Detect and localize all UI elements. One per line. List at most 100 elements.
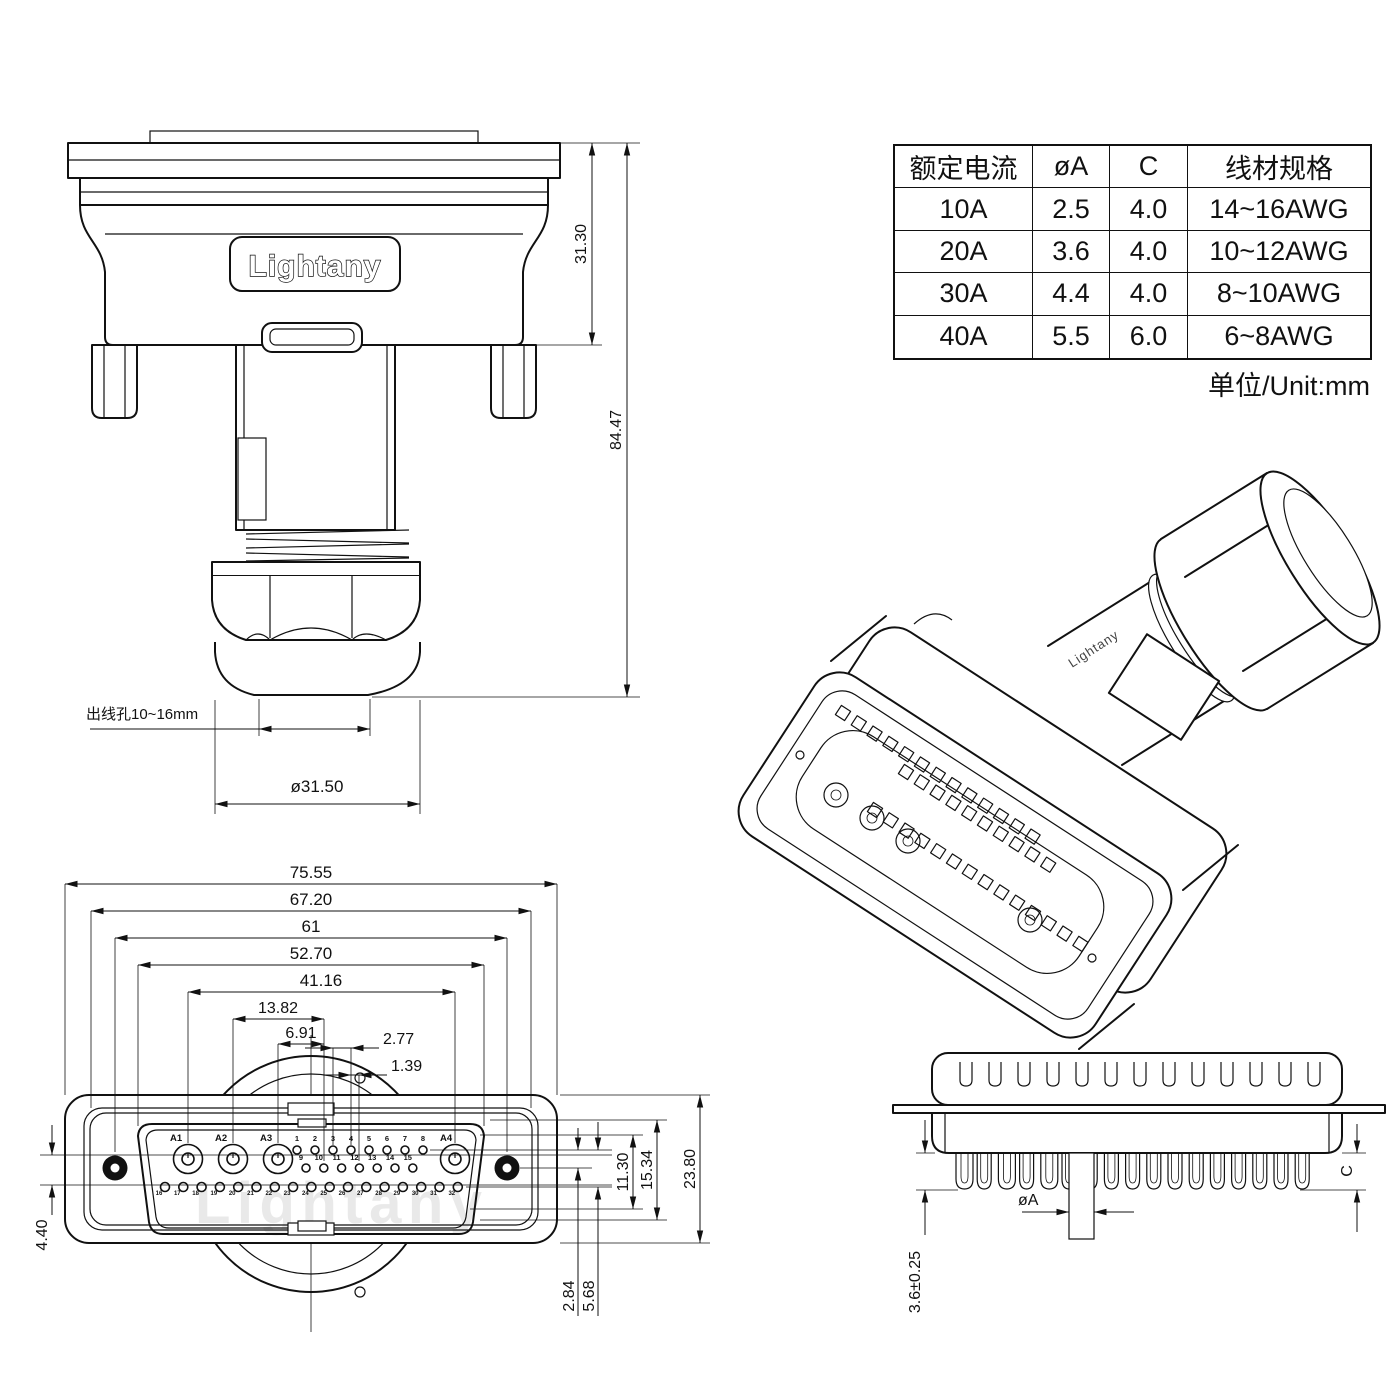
pin-slot xyxy=(1220,1062,1234,1087)
solder-cup-bore xyxy=(1234,1153,1243,1184)
solder-cup xyxy=(976,1153,992,1190)
iso-pin xyxy=(1072,935,1089,953)
pin-contact xyxy=(328,1145,338,1155)
iso-pin xyxy=(976,815,994,832)
solder-cup-bore xyxy=(1255,1153,1264,1184)
pin-label: 29 xyxy=(394,1191,401,1197)
solder-cup-bore xyxy=(980,1153,989,1184)
pin-label: 9 xyxy=(299,1153,303,1162)
pin-slot xyxy=(959,1062,973,1087)
dim-flange-width: 67.20 xyxy=(290,890,333,909)
iso-power-pin xyxy=(859,805,885,831)
gland-nut-collar xyxy=(211,561,421,577)
solder-cup xyxy=(1231,1153,1247,1190)
dim-right-1: 11.30 xyxy=(615,1152,632,1191)
pin-contact xyxy=(390,1163,400,1173)
dim-shell-width: 52.70 xyxy=(290,944,333,963)
front-view-dimensions: 75.55 67.20 61 52.70 41.16 13.82 6.91 2 xyxy=(34,863,710,1316)
side-pin-slots xyxy=(959,1062,1321,1087)
iso-pin xyxy=(913,756,931,773)
table-cell: 4.4 xyxy=(1033,273,1110,316)
solder-cup-bore xyxy=(1149,1153,1158,1184)
iso-pin xyxy=(992,825,1010,843)
table-cell: 20A xyxy=(895,230,1033,274)
iso-pin xyxy=(897,745,915,763)
iso-power-pin-bore xyxy=(902,835,914,847)
dim-tail: 3.6±0.25 xyxy=(907,1251,924,1313)
iso-pin-field xyxy=(823,704,1089,953)
solder-cup-bore xyxy=(1003,1153,1011,1184)
pin-contact xyxy=(301,1163,311,1173)
table-cell: 2.5 xyxy=(1033,188,1110,231)
logo-plate xyxy=(229,236,401,292)
table-header: 线材规格 xyxy=(1188,146,1370,189)
pin-contact xyxy=(346,1145,356,1155)
iso-sticker xyxy=(1107,633,1221,741)
top-view: Lightany 31.30 84 xyxy=(67,130,640,814)
dim-a2-center: 13.82 xyxy=(258,1000,298,1017)
dim-right-2: 15.34 xyxy=(639,1150,656,1190)
pin-label: 26 xyxy=(339,1191,346,1197)
table-cell: 4.0 xyxy=(1110,230,1188,274)
pin-contact xyxy=(407,1163,418,1173)
pin-label: 30 xyxy=(412,1191,419,1197)
solder-cup xyxy=(1294,1153,1310,1190)
dim-row-offset-2: 5.68 xyxy=(581,1280,598,1311)
iso-pin xyxy=(945,853,963,870)
pin-contact xyxy=(336,1163,347,1173)
iso-pin xyxy=(866,801,884,819)
pin-label: 17 xyxy=(174,1191,181,1197)
power-contacts: A1 A2 A3 A4 xyxy=(170,1133,471,1175)
iso-pin xyxy=(1039,856,1057,873)
pin-label: 19 xyxy=(211,1191,218,1197)
logo-text: Lightany xyxy=(249,250,382,283)
iso-pin xyxy=(961,863,979,881)
iso-pin xyxy=(834,704,852,722)
pin-label: 12 xyxy=(350,1153,358,1162)
iso-pin xyxy=(929,784,946,801)
table-cell: 5.5 xyxy=(1033,315,1110,358)
pin-slot xyxy=(1162,1062,1176,1087)
solder-cup xyxy=(1273,1153,1289,1190)
pin-contact xyxy=(354,1163,365,1173)
dim-pin-dia: øA xyxy=(1018,1192,1039,1209)
pin-contact xyxy=(418,1145,428,1155)
side-solder-cups xyxy=(955,1153,1310,1190)
pin-slot xyxy=(1104,1062,1118,1087)
iso-pin xyxy=(929,842,947,860)
pin-label: 27 xyxy=(357,1191,364,1197)
table-cell: 10~12AWG xyxy=(1188,231,1370,274)
side-shell xyxy=(931,1052,1343,1106)
side-flange-plate xyxy=(892,1104,1386,1114)
spec-table: 额定电流 øA C 线材规格 10A 2.5 4.0 14~16AWG 20A … xyxy=(893,144,1372,360)
table-cell: 4.0 xyxy=(1110,273,1188,316)
iso-pin xyxy=(1008,818,1026,835)
power-contact-label: A3 xyxy=(260,1133,272,1144)
unit-note: 单位/Unit:mm xyxy=(1208,371,1370,401)
gland-nut xyxy=(211,576,421,641)
pin-label: 24 xyxy=(302,1191,309,1197)
pin-contact xyxy=(364,1145,374,1155)
pin-slot xyxy=(988,1062,1002,1087)
solder-cup xyxy=(1019,1153,1035,1190)
dim-hood-height: 31.30 xyxy=(573,224,590,264)
solder-cup xyxy=(1167,1153,1183,1190)
pin-label: 16 xyxy=(156,1191,163,1197)
iso-pin xyxy=(945,776,962,794)
side-center-pin xyxy=(1068,1152,1095,1240)
table-header: 额定电流 xyxy=(895,146,1033,189)
iso-pin xyxy=(961,787,978,804)
iso-pin xyxy=(1056,925,1073,942)
power-contact-label: A2 xyxy=(215,1133,227,1144)
pin-contact xyxy=(382,1145,392,1155)
pin-label: 31 xyxy=(430,1191,437,1197)
dim-right-3: 23.80 xyxy=(682,1149,699,1189)
table-cell: 40A xyxy=(895,315,1033,358)
table-cell: 14~16AWG xyxy=(1188,188,1370,231)
iso-pin xyxy=(977,873,994,891)
table-header: C xyxy=(1110,146,1188,189)
